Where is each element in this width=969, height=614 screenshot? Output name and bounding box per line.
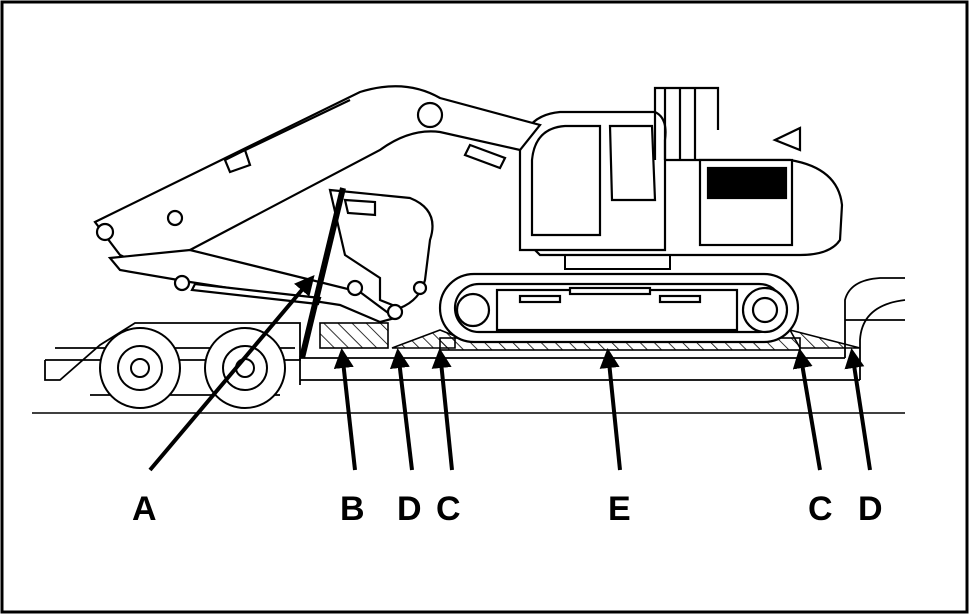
callout-c-right: C [808, 490, 833, 528]
callout-c-left: C [436, 490, 461, 528]
excavator-arm [107, 248, 398, 324]
swing-bearing [564, 254, 671, 270]
trailer-wheels [99, 327, 286, 409]
callout-d-left: D [397, 490, 422, 528]
excavator-upper-structure [518, 86, 844, 257]
excavator-undercarriage [438, 272, 800, 344]
excavator-boom [93, 85, 542, 263]
callout-leaders [148, 274, 872, 472]
callout-b: B [340, 490, 365, 528]
callout-e: E [608, 490, 631, 528]
excavator-bucket [328, 188, 434, 321]
callout-a: A [132, 490, 157, 528]
callout-d-right: D [858, 490, 883, 528]
support-bar [299, 187, 346, 359]
